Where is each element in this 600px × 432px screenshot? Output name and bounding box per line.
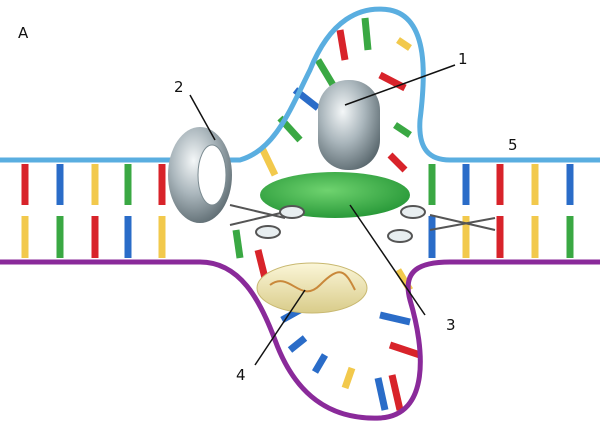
base-bar <box>311 353 329 374</box>
base-bar <box>378 71 407 92</box>
rna-primer-helix <box>269 271 356 293</box>
leader-lines <box>189 64 456 366</box>
label-4: 4 <box>236 366 246 384</box>
base-bar <box>341 366 356 390</box>
label-1: 1 <box>458 50 468 68</box>
helicase-ring <box>168 127 232 223</box>
panel-label: A <box>18 24 29 42</box>
base-bar <box>379 311 411 326</box>
base-bar <box>336 29 349 61</box>
bottom-strand <box>0 259 600 421</box>
label-5: 5 <box>508 136 518 154</box>
base-bar <box>388 341 422 359</box>
base-bar <box>388 374 404 411</box>
base-bar <box>314 58 337 87</box>
base-bar <box>361 17 372 51</box>
base-bar <box>232 229 244 259</box>
label-2: 2 <box>174 78 184 96</box>
scissors-icon-left <box>229 204 305 239</box>
base-bar <box>393 122 412 138</box>
scissors-icon-right <box>387 205 496 243</box>
base-bar <box>287 335 308 353</box>
base-pairs <box>21 164 574 258</box>
base-bar <box>254 249 269 279</box>
label-3: 3 <box>446 316 456 334</box>
base-bar <box>374 377 389 411</box>
base-bar <box>396 37 412 51</box>
top-strand <box>0 6 600 163</box>
base-bar <box>258 146 279 177</box>
primase-capsule <box>256 262 368 314</box>
polymerase-capsule <box>318 80 380 170</box>
base-bar <box>387 152 408 173</box>
